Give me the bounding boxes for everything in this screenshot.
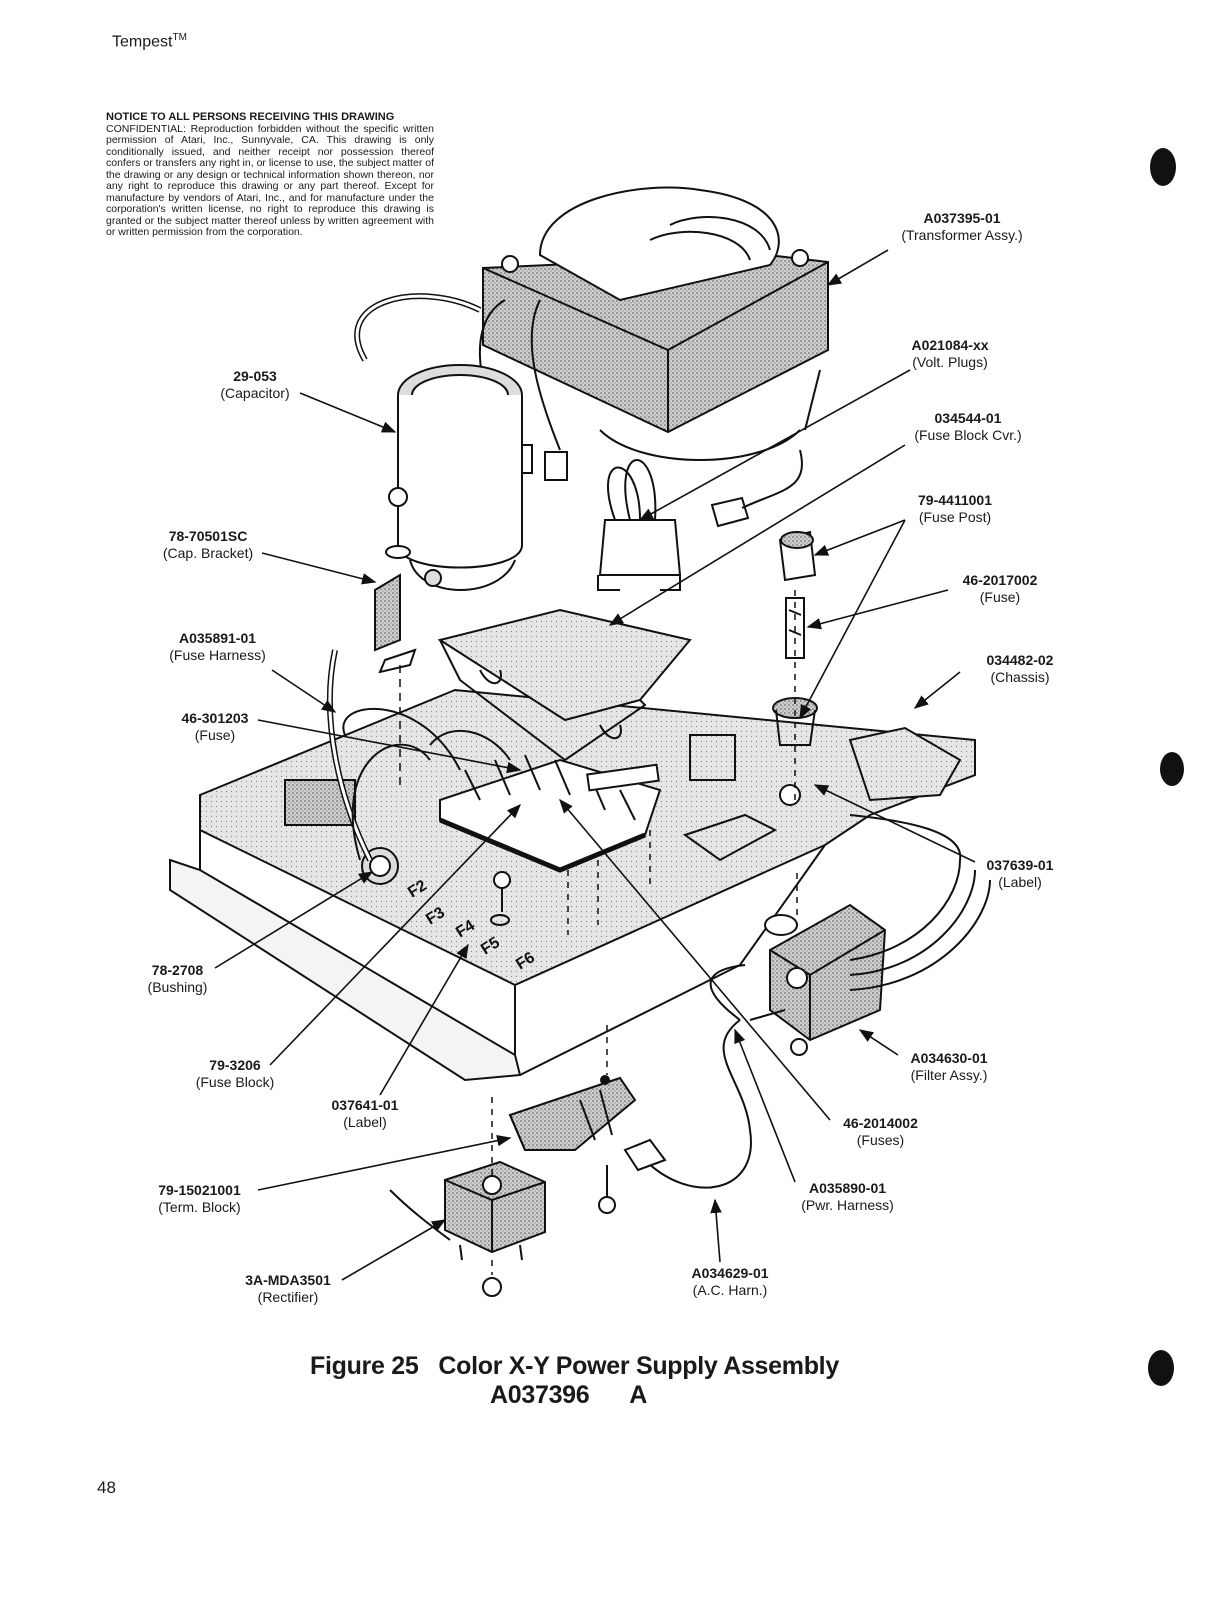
callout-fuse-post: 79-4411001(Fuse Post) xyxy=(900,492,1010,526)
callout-description: (Transformer Assy.) xyxy=(901,227,1023,243)
callout-label-037639: 037639-01(Label) xyxy=(965,857,1075,891)
callout-description: (Fuse Post) xyxy=(918,509,992,525)
page-header: TempestTM xyxy=(112,32,187,51)
notice-title: NOTICE TO ALL PERSONS RECEIVING THIS DRA… xyxy=(106,111,395,123)
drawing-number-line: A037396 A xyxy=(490,1381,839,1410)
callout-transformer-assy: A037395-01(Transformer Assy.) xyxy=(882,210,1042,244)
callout-cap-bracket: 78-70501SC(Cap. Bracket) xyxy=(148,528,268,562)
callout-part-number: 79-3206 xyxy=(209,1057,261,1073)
callout-part-number: 78-70501SC xyxy=(168,528,248,544)
page-number: 48 xyxy=(97,1478,116,1497)
callout-part-number: A035891-01 xyxy=(178,630,257,646)
callout-part-number: 78-2708 xyxy=(151,962,204,978)
callout-part-number: 034544-01 xyxy=(934,410,1002,426)
callout-description: (Filter Assy.) xyxy=(910,1067,988,1083)
callout-description: (Fuses) xyxy=(856,1132,905,1148)
callout-description: (Chassis) xyxy=(990,669,1050,685)
callout-bushing: 78-2708(Bushing) xyxy=(125,962,230,996)
callout-label-037641: 037641-01(Label) xyxy=(310,1097,420,1131)
callout-volt-plugs: A021084-xx(Volt. Plugs) xyxy=(895,337,1005,371)
callout-part-number: A034629-01 xyxy=(691,1265,769,1281)
callout-part-number: 034482-02 xyxy=(986,652,1054,668)
fuse-block-screw xyxy=(490,871,511,926)
callout-fuse-46-2017002: 46-2017002(Fuse) xyxy=(945,572,1055,606)
callout-part-number: 46-2014002 xyxy=(843,1115,918,1131)
drawing-revision: A xyxy=(629,1381,648,1409)
callout-ac-harn: A034629-01(A.C. Harn.) xyxy=(674,1265,786,1299)
callout-part-number: 46-301203 xyxy=(181,710,249,726)
callout-description: (A.C. Harn.) xyxy=(692,1282,768,1298)
callout-part-number: 037641-01 xyxy=(331,1097,399,1113)
fuse-block-cover xyxy=(437,608,692,762)
binder-hole-mark xyxy=(1160,752,1184,786)
callout-description: (Pwr. Harness) xyxy=(801,1197,894,1213)
callout-description: (Label) xyxy=(998,874,1042,890)
callout-part-number: 29-053 xyxy=(233,368,277,384)
callout-description: (Fuse Block) xyxy=(195,1074,275,1090)
confidential-notice: NOTICE TO ALL PERSONS RECEIVING THIS DRA… xyxy=(106,111,434,239)
callout-part-number: 79-15021001 xyxy=(158,1182,241,1198)
binder-hole-mark xyxy=(1148,1350,1174,1386)
callout-part-number: 79-4411001 xyxy=(918,492,992,508)
leader-lines xyxy=(214,249,976,1281)
callout-part-number: 46-2017002 xyxy=(962,572,1038,588)
drawing-number: A037396 xyxy=(490,1381,590,1409)
callout-term-block: 79-15021001(Term. Block) xyxy=(142,1182,257,1216)
callout-capacitor: 29-053(Capacitor) xyxy=(200,368,310,402)
ac-harness-wire xyxy=(644,964,752,1189)
binder-hole-mark xyxy=(1150,148,1176,186)
figure-title: Color X-Y Power Supply Assembly xyxy=(438,1352,839,1380)
filter-assembly xyxy=(749,814,991,1056)
callout-description: (Cap. Bracket) xyxy=(162,545,254,561)
callout-description: (Fuse) xyxy=(979,589,1021,605)
callout-fuse-block: 79-3206(Fuse Block) xyxy=(180,1057,290,1091)
capacitor xyxy=(397,364,523,591)
callout-description: (Fuse Block Cvr.) xyxy=(914,427,1022,443)
callout-part-number: 037639-01 xyxy=(986,857,1054,873)
voltage-plugs xyxy=(597,459,682,591)
callout-description: (Capacitor) xyxy=(220,385,290,401)
callout-part-number: A035890-01 xyxy=(808,1180,887,1196)
fuse-block xyxy=(439,754,662,873)
callout-description: (Fuse) xyxy=(194,727,236,743)
callout-description: (Rectifier) xyxy=(257,1289,319,1305)
callout-part-number: A034630-01 xyxy=(910,1050,988,1066)
callout-fuse-46-301203: 46-301203(Fuse) xyxy=(160,710,270,744)
callout-description: (Bushing) xyxy=(147,979,208,995)
callout-filter-assy: A034630-01(Filter Assy.) xyxy=(893,1050,1005,1084)
callout-fuse-harness: A035891-01(Fuse Harness) xyxy=(155,630,280,664)
callout-pwr-harness: A035890-01(Pwr. Harness) xyxy=(790,1180,905,1214)
callout-chassis: 034482-02(Chassis) xyxy=(965,652,1075,686)
figure-number: Figure 25 xyxy=(310,1352,419,1380)
transformer xyxy=(479,186,829,528)
callout-description: (Label) xyxy=(343,1114,387,1130)
callout-part-number: A037395-01 xyxy=(923,210,1001,226)
callout-description: (Volt. Plugs) xyxy=(912,354,988,370)
callout-part-number: A021084-xx xyxy=(911,337,989,353)
callout-fuses-46-2014002: 46-2014002(Fuses) xyxy=(823,1115,938,1149)
callout-description: (Term. Block) xyxy=(158,1199,241,1215)
callout-rectifier: 3A-MDA3501(Rectifier) xyxy=(232,1272,344,1306)
figure-caption: Figure 25 Color X-Y Power Supply Assembl… xyxy=(310,1352,839,1410)
callout-description: (Fuse Harness) xyxy=(169,647,266,663)
fuse-harness-loop xyxy=(342,707,461,861)
rectifier xyxy=(389,1095,546,1297)
callout-part-number: 3A-MDA3501 xyxy=(245,1272,331,1288)
header-title: Tempest xyxy=(112,33,173,51)
callout-fuse-block-cvr: 034544-01(Fuse Block Cvr.) xyxy=(898,410,1038,444)
trademark-mark: TM xyxy=(172,32,187,43)
bracket-screw xyxy=(385,487,411,559)
terminal-block xyxy=(508,1025,637,1214)
cap-bracket xyxy=(374,573,417,785)
notice-body: CONFIDENTIAL: Reproduction forbidden wit… xyxy=(106,122,434,238)
